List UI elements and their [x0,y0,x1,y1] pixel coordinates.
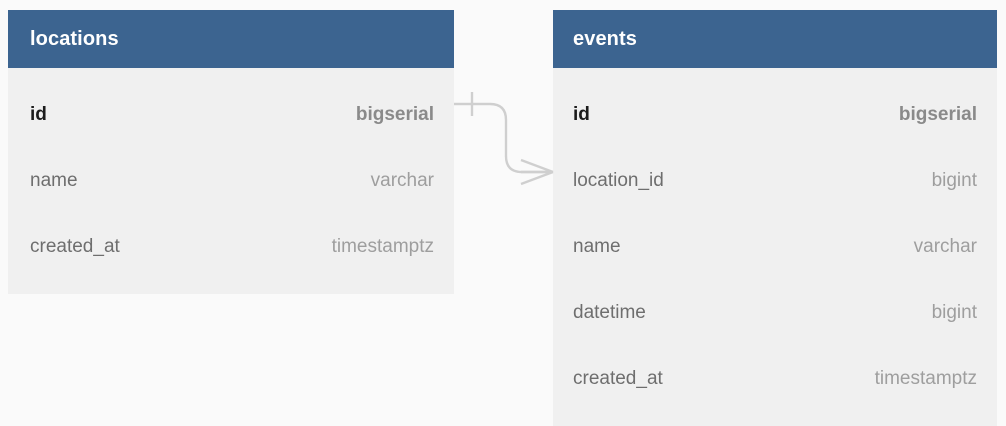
relationship-line [454,102,553,174]
field-row-events-location-id[interactable]: location_id bigint [573,148,977,214]
field-row-events-datetime[interactable]: datetime bigint [573,280,977,346]
field-name: id [30,104,47,125]
field-type: bigint [931,170,977,191]
field-row-locations-name[interactable]: name varchar [30,148,434,214]
entity-table-locations[interactable]: locations id bigserial name varchar crea… [8,10,454,294]
field-name: name [573,236,621,257]
field-type: bigserial [898,104,977,125]
entity-field-list-events: id bigserial location_id bigint name var… [553,68,997,426]
field-name: datetime [573,302,646,323]
entity-header-locations: locations [8,10,454,68]
field-type: bigserial [355,104,434,125]
er-diagram-canvas: locations id bigserial name varchar crea… [8,10,997,389]
entity-title-events: events [573,27,637,50]
field-type: timestamptz [874,368,977,389]
field-type: bigint [931,302,977,323]
entity-table-events[interactable]: events id bigserial location_id bigint n… [553,10,997,426]
field-row-events-name[interactable]: name varchar [573,214,977,280]
field-type: varchar [370,170,434,191]
field-name: id [573,104,590,125]
cardinality-many-crowfoot-icon [520,158,554,186]
field-name: created_at [573,368,663,389]
entity-header-events: events [553,10,997,68]
field-name: name [30,170,78,191]
field-name: location_id [573,170,664,191]
field-type: timestamptz [331,236,434,257]
field-type: varchar [913,236,977,257]
entity-field-list-locations: id bigserial name varchar created_at tim… [8,68,454,294]
entity-title-locations: locations [30,27,119,50]
field-row-events-created-at[interactable]: created_at timestamptz [573,346,977,412]
field-row-events-id[interactable]: id bigserial [573,82,977,148]
field-row-locations-created-at[interactable]: created_at timestamptz [30,214,434,280]
field-name: created_at [30,236,120,257]
field-row-locations-id[interactable]: id bigserial [30,82,434,148]
